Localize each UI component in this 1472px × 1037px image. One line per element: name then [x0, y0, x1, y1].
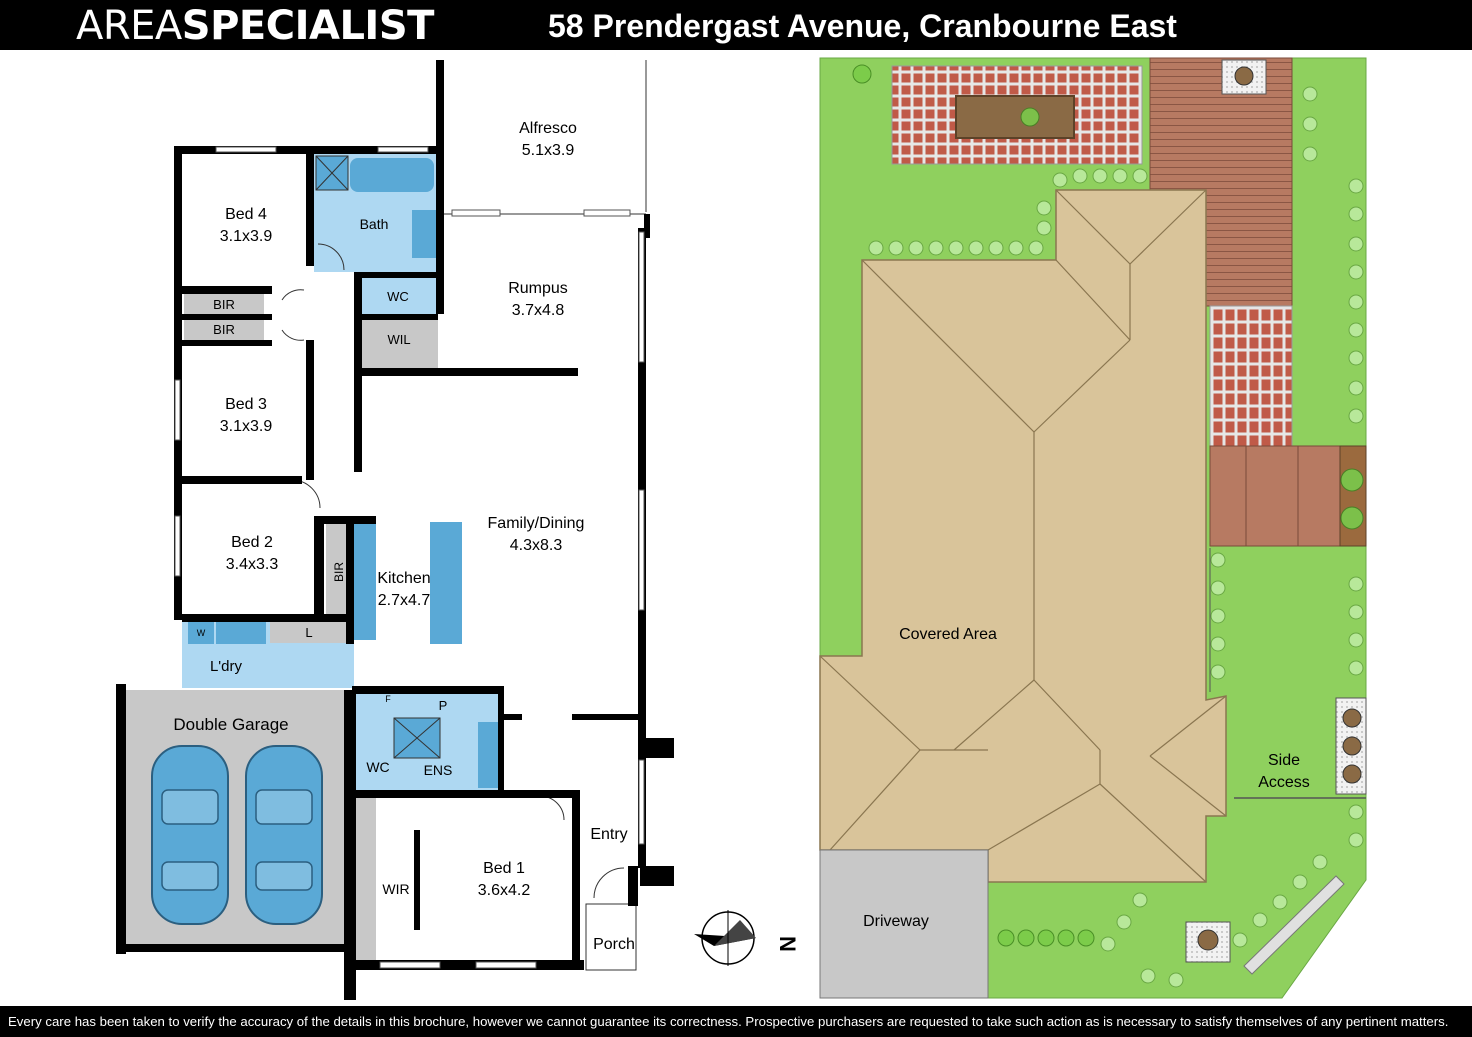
label-ens: ENS: [424, 762, 453, 778]
laundry-tub: [216, 622, 266, 644]
disclaimer-text: Every care has been taken to verify the …: [8, 1014, 1449, 1029]
label-kitchen: Kitchen: [377, 570, 430, 587]
label-family-dining: Family/Dining: [488, 515, 585, 532]
wil-fill: [362, 318, 438, 370]
size-bed3: 3.1x3.9: [220, 418, 273, 435]
bath-vanity: [412, 210, 436, 258]
plant-icon: [1020, 107, 1040, 127]
label-wir: WIR: [382, 881, 409, 897]
label-side-access-1: Side: [1268, 752, 1300, 769]
label-entry: Entry: [590, 826, 627, 843]
bir-bed3-fill: [184, 318, 264, 340]
car-left-icon: [151, 745, 229, 925]
size-bed2: 3.4x3.3: [226, 556, 279, 573]
brand-logo: AREASPECIALIST: [76, 3, 434, 49]
property-address: 58 Prendergast Avenue, Cranbourne East: [548, 8, 1177, 44]
label-side-access-2: Access: [1258, 774, 1310, 791]
label-bir-bed2: BIR: [332, 562, 346, 582]
paved-path-right: [1209, 305, 1293, 447]
label-wil: WIL: [387, 332, 410, 347]
wir-fill: [356, 796, 376, 968]
ensuite-vanity: [478, 722, 500, 788]
label-wc: WC: [387, 289, 409, 304]
label-porch: Porch: [593, 936, 635, 953]
floor-plan: Alfresco 5.1x3.9 Bath Bed 4 3.1x3.9 BIR …: [116, 60, 674, 1000]
footer-bar: Every care has been taken to verify the …: [0, 1006, 1472, 1037]
label-bath: Bath: [360, 216, 389, 232]
label-laundry: L'dry: [210, 658, 243, 675]
driveway-area: [819, 849, 989, 999]
brand-logo-light: AREA: [76, 3, 182, 49]
planter-box: [955, 95, 1075, 139]
compass-north-arrow-icon: N: [694, 910, 800, 966]
size-family-dining: 4.3x8.3: [510, 537, 563, 554]
label-bir-bed3: BIR: [213, 322, 235, 337]
size-kitchen: 2.7x4.7: [378, 592, 431, 609]
site-plan: Covered Area Driveway Side Access: [819, 57, 1367, 999]
label-alfresco: Alfresco: [519, 120, 577, 137]
bir-bed2-fill: [326, 524, 348, 616]
label-double-garage: Double Garage: [173, 715, 288, 734]
label-bed4: Bed 4: [225, 206, 267, 223]
kitchen-island: [430, 522, 462, 644]
label-rumpus: Rumpus: [508, 280, 568, 297]
label-fridge: F: [385, 694, 391, 704]
front-bench: [1243, 875, 1345, 975]
compass-label: N: [775, 936, 800, 952]
label-driveway: Driveway: [863, 913, 929, 930]
deck-step: [1209, 445, 1341, 547]
size-rumpus: 3.7x4.8: [512, 302, 565, 319]
label-laundry-w: W: [197, 628, 206, 638]
wc-fill: [362, 278, 438, 314]
laundry-l-bench: [270, 621, 350, 643]
bir-bed4-fill: [184, 294, 264, 314]
label-wc-ens: WC: [366, 759, 389, 775]
size-bed1: 3.6x4.2: [478, 882, 531, 899]
label-bir-bed4: BIR: [213, 297, 235, 312]
label-laundry-l: L: [305, 625, 312, 640]
bath-tub: [350, 158, 434, 192]
label-pantry: P: [439, 698, 448, 713]
label-covered-area: Covered Area: [899, 626, 997, 643]
label-bed2: Bed 2: [231, 534, 273, 551]
header-bar: AREASPECIALIST 58 Prendergast Avenue, Cr…: [0, 0, 1472, 50]
kitchen-bench: [350, 524, 376, 640]
car-right-icon: [245, 745, 323, 925]
label-bed3: Bed 3: [225, 396, 267, 413]
size-bed4: 3.1x3.9: [220, 228, 273, 245]
size-alfresco: 5.1x3.9: [522, 142, 575, 159]
washer: [188, 622, 214, 644]
brand-logo-bold: SPECIALIST: [181, 3, 435, 49]
label-bed1: Bed 1: [483, 860, 525, 877]
roof-covered-area: [819, 189, 1227, 883]
